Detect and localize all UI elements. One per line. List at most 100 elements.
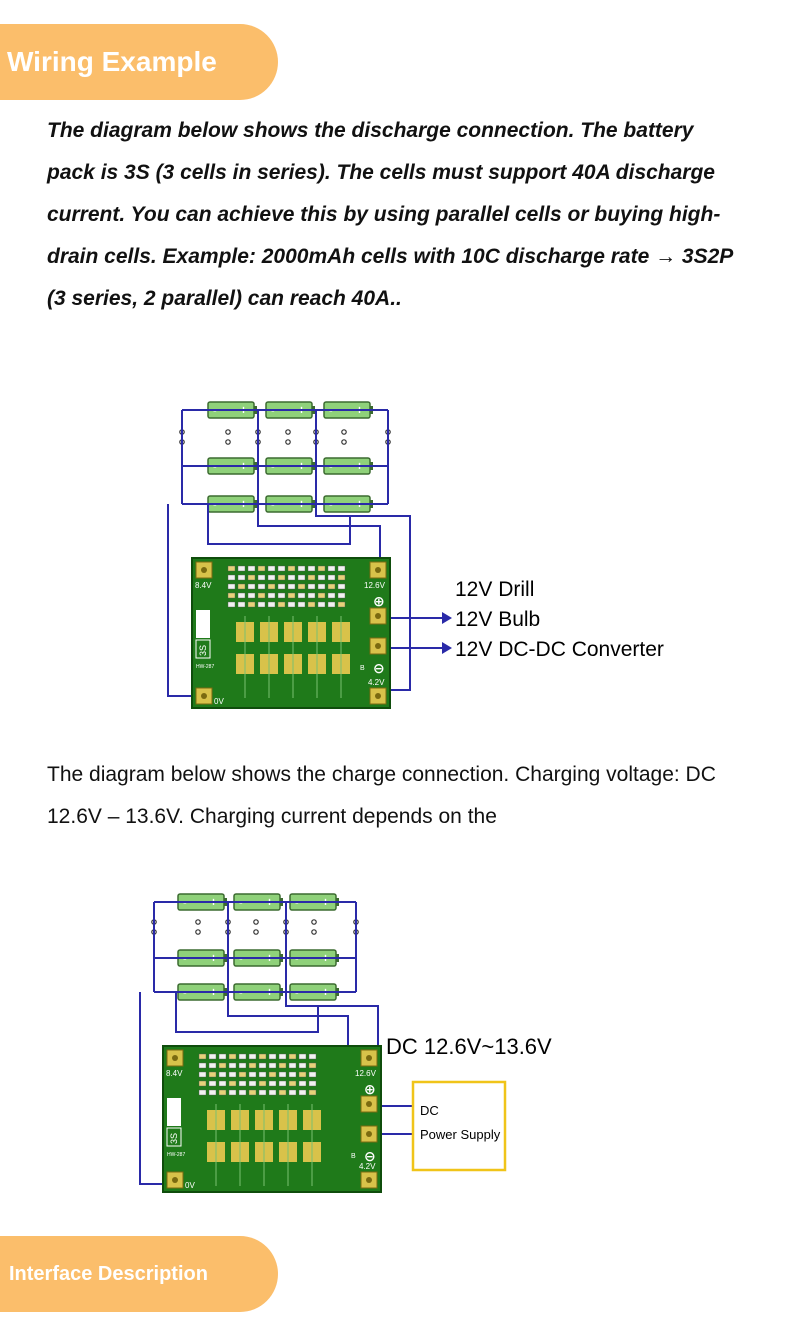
smd-component bbox=[208, 1062, 217, 1069]
smd-component bbox=[337, 565, 346, 572]
smd-component bbox=[227, 574, 236, 581]
smd-component bbox=[308, 1080, 317, 1087]
smd-component bbox=[238, 1053, 247, 1060]
link-dot bbox=[341, 429, 347, 435]
pad-b-label: B bbox=[351, 1153, 356, 1160]
smd-component bbox=[287, 583, 296, 590]
smd-component bbox=[228, 1089, 237, 1096]
smd-component bbox=[247, 592, 256, 599]
smd-component bbox=[307, 565, 316, 572]
smd-component bbox=[297, 592, 306, 599]
smd-component bbox=[298, 1053, 307, 1060]
model-label: HW-287 bbox=[196, 664, 214, 670]
link-dot bbox=[225, 429, 231, 435]
link-dot bbox=[285, 429, 291, 435]
smd-component bbox=[247, 583, 256, 590]
smd-component bbox=[307, 601, 316, 608]
smd-component bbox=[267, 583, 276, 590]
smd-component bbox=[288, 1053, 297, 1060]
load-dcdc: 12V DC-DC Converter bbox=[455, 638, 664, 661]
smd-component bbox=[297, 583, 306, 590]
smd-component bbox=[248, 1053, 257, 1060]
smd-component bbox=[287, 574, 296, 581]
smd-component bbox=[277, 583, 286, 590]
smd-component bbox=[317, 592, 326, 599]
smd-component bbox=[327, 574, 336, 581]
load-bulb: 12V Bulb bbox=[455, 608, 540, 631]
supply-label-power: Power Supply bbox=[420, 1127, 501, 1142]
link-dot bbox=[195, 919, 201, 925]
smd-component bbox=[257, 592, 266, 599]
smd-component bbox=[198, 1080, 207, 1087]
smd-component bbox=[287, 592, 296, 599]
smd-component bbox=[268, 1062, 277, 1069]
charge-wires bbox=[139, 901, 412, 1185]
smd-component bbox=[268, 1089, 277, 1096]
smd-component bbox=[298, 1062, 307, 1069]
smd-component bbox=[337, 583, 346, 590]
smd-component bbox=[237, 583, 246, 590]
smd-component bbox=[308, 1089, 317, 1096]
load-drill: 12V Drill bbox=[455, 578, 534, 601]
smd-component bbox=[247, 565, 256, 572]
smd-component bbox=[208, 1080, 217, 1087]
smd-component bbox=[198, 1053, 207, 1060]
link-dot bbox=[253, 929, 259, 935]
smd-component bbox=[317, 565, 326, 572]
smd-component bbox=[298, 1071, 307, 1078]
series-mark-box bbox=[195, 639, 211, 659]
pad-42v-label: 4.2V bbox=[359, 1162, 376, 1171]
smd-component bbox=[258, 1053, 267, 1060]
smd-component bbox=[198, 1062, 207, 1069]
smd-component bbox=[288, 1089, 297, 1096]
smd-component bbox=[238, 1071, 247, 1078]
smd-component bbox=[257, 565, 266, 572]
smd-component bbox=[247, 574, 256, 581]
plus-symbol: ⊕ bbox=[373, 594, 385, 610]
smd-component bbox=[258, 1071, 267, 1078]
pad-84v-label: 8.4V bbox=[166, 1069, 183, 1078]
smd-component bbox=[248, 1071, 257, 1078]
smd-component bbox=[227, 601, 236, 608]
smd-component bbox=[228, 1053, 237, 1060]
smd-component bbox=[308, 1062, 317, 1069]
smd-component bbox=[298, 1089, 307, 1096]
smd-component bbox=[337, 574, 346, 581]
discharge-description: The diagram below shows the discharge co… bbox=[47, 119, 733, 310]
smd-component bbox=[218, 1062, 227, 1069]
pad-0v-label: 0V bbox=[214, 697, 224, 706]
link-dot bbox=[341, 439, 347, 445]
smd-component bbox=[257, 574, 266, 581]
smd-component bbox=[218, 1089, 227, 1096]
pad-126v-label: 12.6V bbox=[364, 581, 386, 590]
smd-component bbox=[268, 1053, 277, 1060]
link-dot bbox=[195, 929, 201, 935]
smd-component bbox=[258, 1080, 267, 1087]
smd-component bbox=[268, 1071, 277, 1078]
smd-component bbox=[277, 565, 286, 572]
smd-component bbox=[218, 1080, 227, 1087]
series-mark-box bbox=[166, 1127, 182, 1147]
smd-component bbox=[258, 1089, 267, 1096]
smd-component bbox=[228, 1071, 237, 1078]
smd-component bbox=[257, 601, 266, 608]
smd-component bbox=[247, 601, 256, 608]
smd-component bbox=[317, 574, 326, 581]
smd-component bbox=[277, 601, 286, 608]
smd-component bbox=[288, 1080, 297, 1087]
smd-component bbox=[327, 565, 336, 572]
smd-component bbox=[278, 1053, 287, 1060]
smd-component bbox=[278, 1071, 287, 1078]
power-supply-box bbox=[411, 1080, 507, 1172]
model-label: HW-287 bbox=[167, 1152, 185, 1158]
smd-component bbox=[228, 1080, 237, 1087]
smd-component bbox=[317, 583, 326, 590]
smd-component bbox=[238, 1080, 247, 1087]
wiring-example-title: Wiring Example bbox=[7, 46, 217, 77]
smd-component bbox=[248, 1062, 257, 1069]
smd-component bbox=[288, 1062, 297, 1069]
smd-component bbox=[228, 1062, 237, 1069]
interface-description-header: Interface Description bbox=[0, 1236, 278, 1312]
